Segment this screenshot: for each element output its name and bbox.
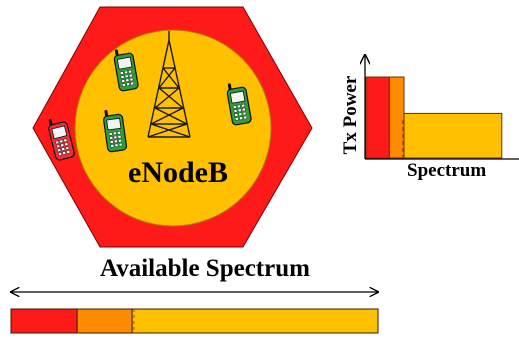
available-spectrum-label: Available Spectrum [100,255,310,282]
phone-center-3-mobile-phone-icon [226,83,252,126]
power-bar-center-band [403,112,503,159]
spectrum-segment-center-band [131,308,379,334]
phone-center-1-mobile-phone-icon [113,49,139,92]
cell-area [32,6,313,248]
spectrum-segment-edge-band [10,308,78,334]
spectrum-axis-label: Spectrum [407,160,487,181]
phone-cell-edge-mobile-phone-icon [48,119,75,161]
cell-tower-icon [147,31,191,138]
phone-center-2-mobile-phone-icon [103,110,128,153]
power-bar-edge-band [365,76,390,159]
tx-power-axis-label: Tx Power [340,75,361,155]
mobile-devices [48,49,252,161]
power-bar-shared-band [388,76,405,159]
available-spectrum [10,292,379,334]
spectrum-segment-shared-band [76,308,133,334]
power-chart [365,55,519,160]
enodeb-label: eNodeB [128,156,228,189]
